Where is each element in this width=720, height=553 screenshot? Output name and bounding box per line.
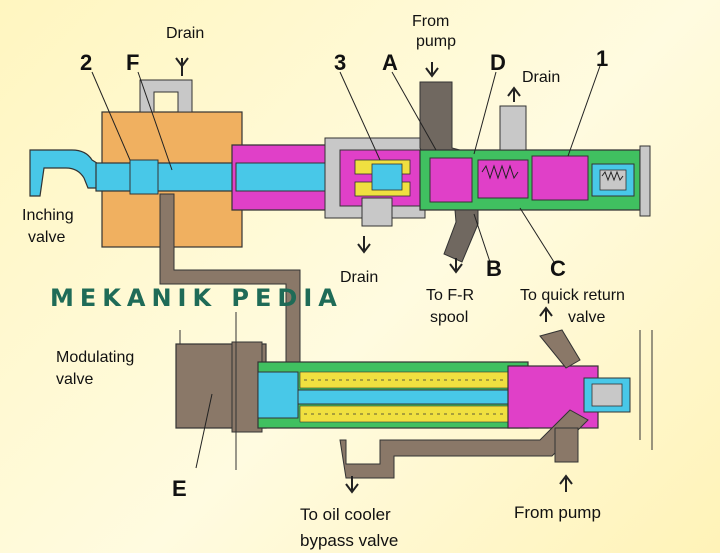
label-from-pump-bottom: From pump xyxy=(514,503,601,522)
label-drain-top: Drain xyxy=(166,25,204,42)
valve-frame-lines xyxy=(179,312,653,470)
label-from-pump-top-line1: From xyxy=(412,13,449,30)
green-spool-section xyxy=(419,149,641,211)
callout-3: 3 xyxy=(334,50,346,75)
oil-cooler-arrow xyxy=(345,476,359,494)
oil-cooler-line xyxy=(339,409,589,479)
label-from-pump-top-line2: pump xyxy=(416,33,456,50)
callout-E: E xyxy=(172,476,187,501)
label-to-fr-spool: To F-R spool xyxy=(426,287,478,326)
drain-arrow-sleeve xyxy=(357,236,371,254)
callout-F: F xyxy=(126,50,139,75)
label-to-oil-cooler: To oil cooler bypass valve xyxy=(300,505,398,550)
watermark: MEKANIK PEDIA xyxy=(50,284,343,312)
label-drain-bottom-mid: Drain xyxy=(340,269,378,286)
callout-A: A xyxy=(382,50,398,75)
callout-2: 2 xyxy=(80,50,92,75)
leader-lines xyxy=(91,65,601,469)
drain-port-sleeve xyxy=(361,197,393,227)
fr-spool-outlet xyxy=(443,209,479,263)
callout-1: 1 xyxy=(596,46,608,71)
drain-arrow-top xyxy=(175,57,189,76)
label-to-quick-return: To quick return valve xyxy=(520,287,629,326)
quick-return-arrow xyxy=(539,306,553,322)
drain-arrow-right xyxy=(507,86,521,102)
drain-port-top xyxy=(139,79,193,113)
drain-port-right xyxy=(499,105,527,151)
callout-D: D xyxy=(490,50,506,75)
right-end-cap xyxy=(639,145,651,217)
label-inching-valve: Inching valve xyxy=(22,207,78,246)
magenta-valve-end xyxy=(507,365,631,429)
callout-B: B xyxy=(486,256,502,281)
fr-spool-arrow xyxy=(449,258,463,274)
quick-return-port xyxy=(539,329,581,369)
label-drain-right: Drain xyxy=(522,69,560,86)
modulating-valve-housing xyxy=(175,341,267,433)
pump-arrow-bottom xyxy=(559,474,573,492)
inching-lever xyxy=(29,149,101,197)
label-modulating-valve: Modulating valve xyxy=(56,349,139,388)
pump-arrow-top xyxy=(425,62,439,78)
modulating-spring-coils xyxy=(304,379,504,415)
callout-C: C xyxy=(550,256,566,281)
spring-upper xyxy=(481,164,624,182)
label-from-pump-top: From pump xyxy=(412,13,456,50)
